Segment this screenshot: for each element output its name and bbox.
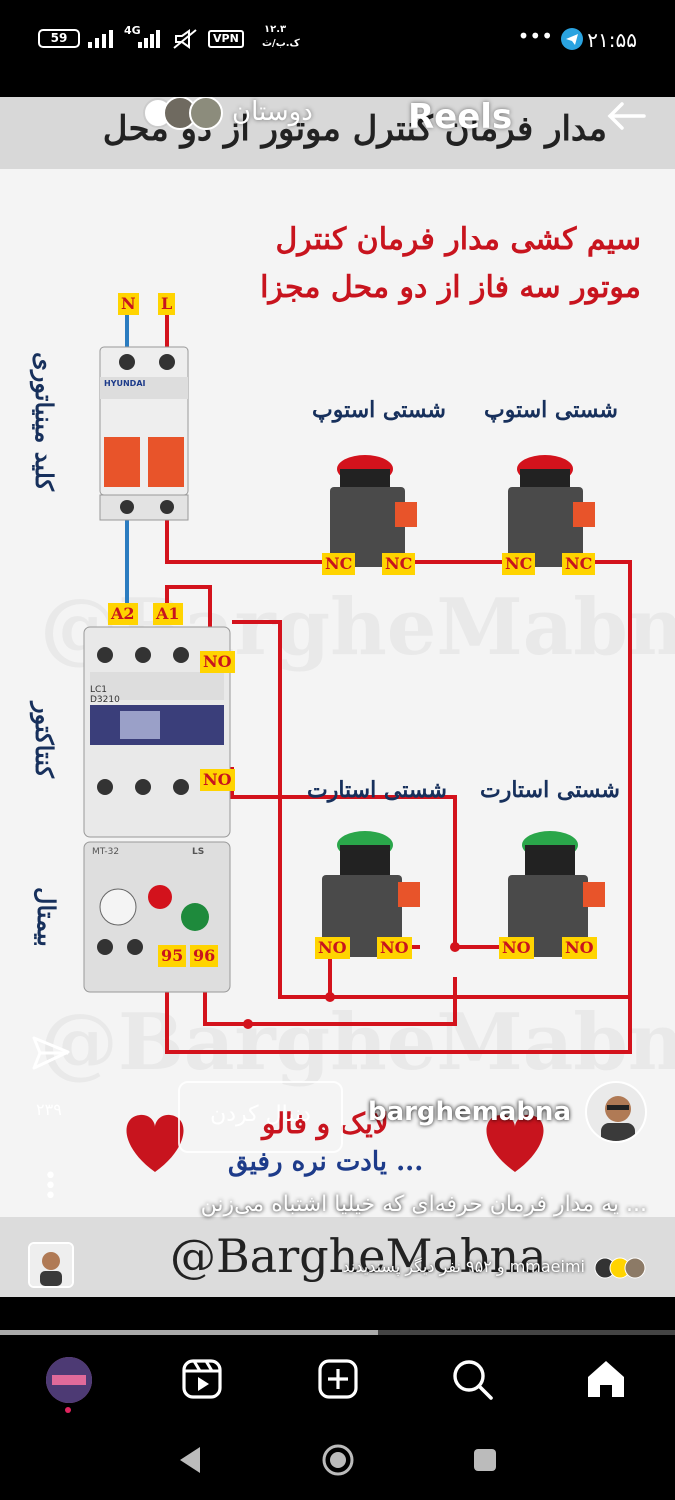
- signal-icon-2: [138, 30, 160, 48]
- terminal-a1: A1: [153, 603, 183, 625]
- contactor-label: کنتاکتور: [30, 702, 59, 778]
- overload-model: MT-32: [92, 847, 120, 857]
- contactor-model: LC1 D3210: [90, 685, 120, 705]
- back-arrow-icon[interactable]: [604, 97, 648, 138]
- terminal-no: NO: [315, 937, 350, 959]
- terminal-nc: NC: [562, 553, 596, 575]
- mute-icon: [173, 29, 197, 49]
- breaker-label: کلید مینیاتوری: [30, 352, 59, 491]
- like-follow-text: لایک و فالو: [262, 1107, 389, 1140]
- more-dots-icon: •••: [517, 24, 553, 48]
- stop-label: شستی استوپ: [312, 397, 446, 423]
- terminal-a2: A2: [108, 603, 138, 625]
- telegram-icon: [561, 28, 583, 50]
- image-bottom-band: [0, 1217, 675, 1297]
- terminal-n: N: [118, 293, 139, 315]
- start-label: شستی استارت: [480, 777, 620, 803]
- share-count: ۲۳۹: [36, 1100, 62, 1119]
- stop-button-2: [508, 455, 595, 567]
- friends-avatars[interactable]: [140, 97, 226, 133]
- diagram-title-line1: سیم کشی مدار فرمان کنترل: [275, 222, 642, 257]
- network-type: 4G: [124, 24, 141, 37]
- terminal-95: 95: [158, 945, 187, 967]
- system-navigation-bar: [0, 1425, 675, 1500]
- stop-button-1: [330, 455, 417, 567]
- reels-tab-icon[interactable]: [180, 1357, 224, 1401]
- miniature-breaker: [99, 346, 189, 521]
- overload-brand: LS: [192, 847, 205, 857]
- username[interactable]: barghemabna: [367, 1097, 571, 1127]
- start-button-1: [322, 831, 420, 957]
- home-nav-icon[interactable]: [320, 1442, 356, 1478]
- wiring-diagram: [83, 312, 632, 1172]
- terminal-nc: NC: [502, 553, 536, 575]
- data-speed: ۱۲.۳: [264, 24, 287, 35]
- back-nav-icon[interactable]: [176, 1445, 204, 1475]
- stop-label: شستی استوپ: [484, 397, 618, 423]
- terminal-nc: NC: [382, 553, 416, 575]
- signal-icon: [88, 30, 113, 48]
- recents-nav-icon[interactable]: [472, 1447, 498, 1473]
- create-tab-icon[interactable]: [316, 1357, 360, 1401]
- friends-tab[interactable]: دوستان: [232, 97, 313, 127]
- profile-avatar[interactable]: [585, 1081, 647, 1143]
- start-label: شستی استارت: [307, 777, 447, 803]
- terminal-no: NO: [377, 937, 412, 959]
- terminal-no: NO: [200, 651, 235, 673]
- video-progress-bar[interactable]: [0, 1330, 675, 1335]
- battery-indicator: 59: [38, 29, 80, 48]
- notification-dot: [65, 1407, 71, 1413]
- breaker-brand: HYUNDAI: [104, 379, 146, 388]
- video-progress-fill: [0, 1330, 378, 1335]
- terminal-no: NO: [200, 769, 235, 791]
- watermark: @BargheMabna: [40, 997, 675, 1088]
- image-bottom-handle: @BargheMabna: [170, 1229, 547, 1283]
- reel-video[interactable]: مدار فرمان کنترل موتور از دو محل @Barghe…: [0, 97, 675, 1297]
- terminal-nc: NC: [322, 553, 356, 575]
- contactor: [83, 626, 231, 838]
- data-unit: ک.ب/ث: [262, 38, 300, 49]
- terminal-96: 96: [190, 945, 219, 967]
- overload-relay: [83, 841, 231, 993]
- clock: ۲۱:۵۵: [587, 28, 637, 52]
- home-tab-icon[interactable]: [584, 1357, 628, 1401]
- more-options-icon[interactable]: •••: [44, 1164, 57, 1209]
- heart-icon: [126, 1114, 184, 1172]
- diagram-title-line2: موتور سه فاز از دو محل مجزا: [260, 270, 641, 305]
- reel-caption[interactable]: یه مدار فرمان حرفه‌ای که خیلیا اشتباه می…: [200, 1192, 647, 1217]
- audio-thumbnail[interactable]: [28, 1242, 74, 1288]
- terminal-no: NO: [499, 937, 534, 959]
- heart-icon: [486, 1114, 544, 1172]
- reels-title: Reels: [408, 97, 513, 137]
- terminal-l: L: [158, 293, 176, 315]
- follow-button[interactable]: دنبال کردن: [178, 1081, 343, 1153]
- status-bar: 59 4G VPN ۱۲.۳ ک.ب/ث ••• ۲۱:۵۵: [0, 0, 675, 78]
- share-icon[interactable]: [30, 1032, 72, 1074]
- profile-tab-avatar[interactable]: [46, 1357, 92, 1403]
- start-button-2: [508, 831, 605, 957]
- overload-label: بیمتال: [32, 887, 61, 947]
- search-tab-icon[interactable]: [450, 1357, 494, 1401]
- control-wire: [165, 585, 212, 642]
- terminal-no: NO: [562, 937, 597, 959]
- likes-text[interactable]: و ۹۵۲ نفر دیگر پسندیدند mmaeimi: [342, 1257, 585, 1276]
- bottom-tab-bar: [0, 1335, 675, 1425]
- likers-avatars[interactable]: [593, 1256, 647, 1280]
- vpn-badge: VPN: [208, 30, 244, 48]
- control-wire: [165, 502, 632, 1054]
- image-header: [0, 97, 675, 169]
